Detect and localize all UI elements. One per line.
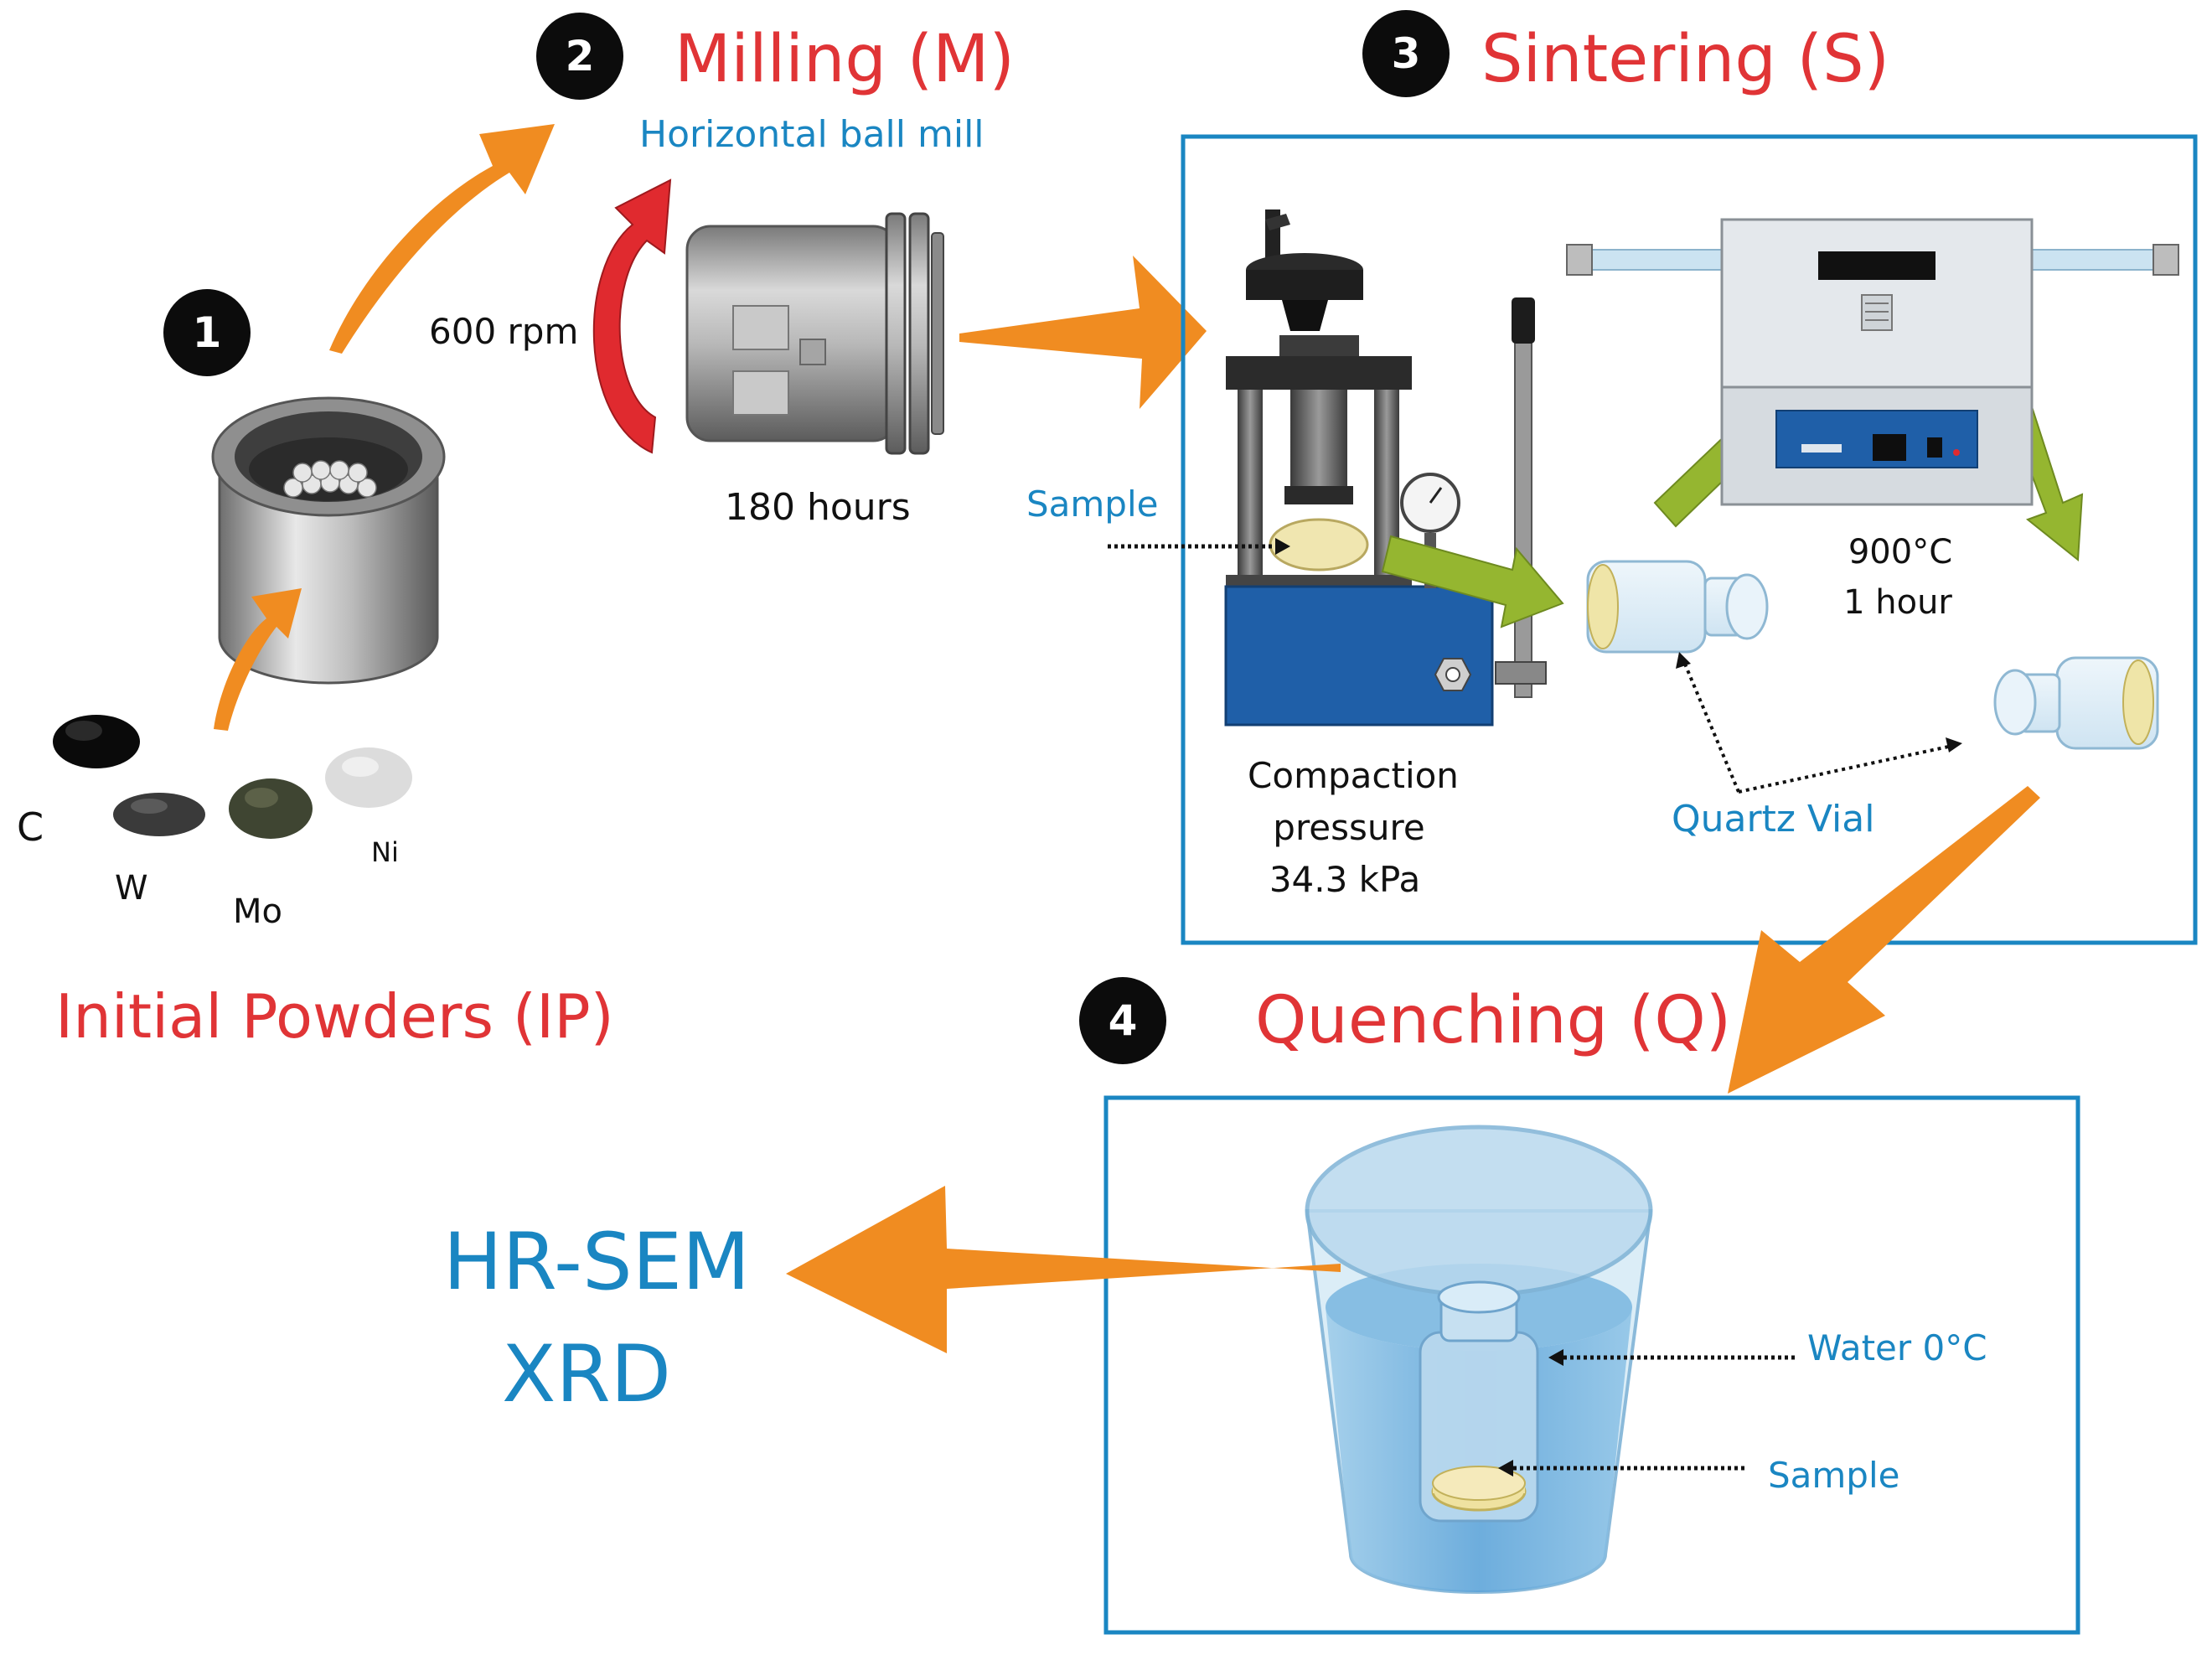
step-4-badge: 4 [1079, 977, 1166, 1064]
water-beaker [1305, 1125, 1653, 1594]
step-4-title: Quenching (Q) [1255, 983, 1731, 1058]
quenching-box [1103, 1095, 2080, 1635]
label-w: W [115, 869, 148, 908]
arrow-press-to-vial [1381, 535, 1564, 628]
sinter-duration: 1 hour [1843, 583, 1952, 622]
mill-speed: 600 rpm [429, 311, 578, 352]
quartz-vial-2 [1993, 656, 2159, 750]
step-1-title: Initial Powders (IP) [55, 981, 614, 1052]
arrow-powders-to-jar [214, 588, 302, 731]
step-1-number: 1 [193, 308, 222, 357]
compaction-line1: Compaction [1248, 755, 1459, 796]
mill-label: Horizontal ball mill [639, 113, 985, 156]
powder-ni [325, 747, 412, 808]
step-2-title: Milling (M) [674, 22, 1015, 97]
step-4-number: 4 [1109, 996, 1138, 1045]
quartz-vial-1 [1586, 560, 1769, 654]
quench-sample-label: Sample [1768, 1455, 1899, 1496]
arrow-to-quenching [1728, 786, 2040, 1094]
mill-duration: 180 hours [725, 486, 911, 529]
analysis-hr-sem: HR-SEM [443, 1217, 750, 1308]
ball-mill-drum [685, 212, 944, 455]
press-sample-label: Sample [1026, 484, 1158, 525]
sintering-box [1181, 134, 2198, 945]
compaction-value: 34.3 kPa [1269, 859, 1420, 900]
arrow-to-milling [329, 124, 555, 354]
hydraulic-press [1224, 209, 1547, 727]
powder-c [53, 715, 140, 768]
step-3-number: 3 [1392, 29, 1421, 78]
milling-jar [211, 396, 446, 685]
water-label: Water 0°C [1807, 1327, 1987, 1368]
tube-furnace [1566, 218, 2179, 506]
analysis-xrd: XRD [502, 1329, 671, 1420]
arrow-to-analysis [786, 1186, 1341, 1353]
step-2-badge: 2 [536, 13, 623, 100]
label-c: C [17, 804, 44, 850]
powder-w [113, 793, 205, 836]
step-2-number: 2 [566, 32, 595, 80]
arrow-to-sintering [959, 256, 1207, 409]
rotation-arrow [592, 178, 672, 454]
label-mo: Mo [233, 892, 282, 931]
step-3-title: Sintering (S) [1481, 22, 1889, 97]
vial-pointers [1676, 652, 1962, 794]
compaction-line2: pressure [1273, 807, 1424, 848]
step-1-badge: 1 [163, 289, 251, 376]
step-3-badge: 3 [1362, 10, 1450, 97]
powder-mo [229, 778, 313, 839]
label-ni: Ni [371, 836, 399, 868]
vial-label: Quartz Vial [1672, 798, 1874, 840]
sinter-temperature: 900°C [1848, 533, 1952, 571]
